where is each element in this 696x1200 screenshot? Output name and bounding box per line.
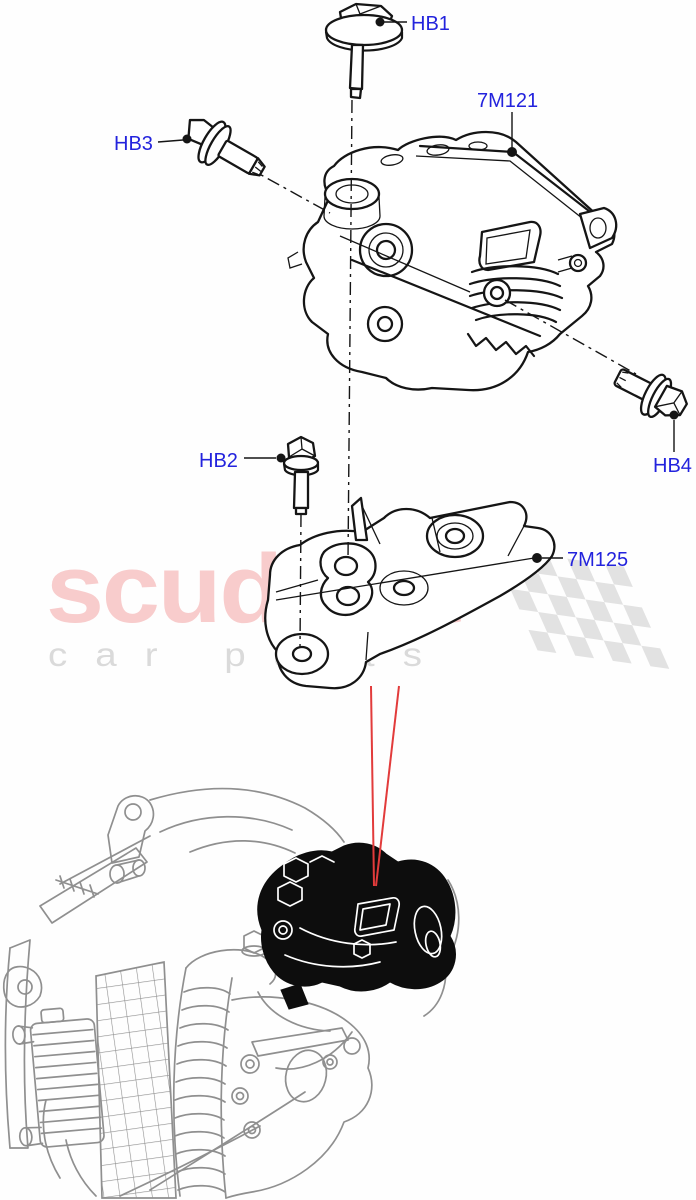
- mount-7M121-illustration: [287, 130, 618, 392]
- callout-label-hb4[interactable]: HB4: [653, 455, 692, 477]
- assembly-centerlines: [244, 99, 637, 649]
- callout-label-hb1[interactable]: HB1: [411, 13, 450, 35]
- sump-mesh-art: [95, 960, 177, 1199]
- oil-cooler-art: [12, 1007, 105, 1148]
- callout-leaders: [157, 17, 679, 563]
- bolt-hb4-illustration: [613, 368, 688, 419]
- differential-housing-art: [42, 996, 373, 1199]
- transmission-assembly-art: [2, 787, 460, 1199]
- red-locator-arrows: [370, 685, 400, 887]
- bracket-7M125-illustration: [264, 496, 556, 690]
- checkered-flag-icon: [492, 548, 670, 669]
- callout-label-7m125[interactable]: 7M125: [567, 549, 628, 571]
- bolt-hb2-illustration: [282, 435, 320, 516]
- installed-mount-highlight: [257, 842, 456, 1010]
- callout-label-7m121[interactable]: 7M121: [477, 90, 538, 112]
- ribbed-housing-art: [172, 949, 277, 1199]
- bolt-hb1-illustration: [324, 2, 404, 100]
- callout-label-hb2[interactable]: HB2: [199, 450, 238, 472]
- callout-label-hb3[interactable]: HB3: [114, 133, 153, 155]
- bolt-hb3-illustration: [187, 118, 266, 177]
